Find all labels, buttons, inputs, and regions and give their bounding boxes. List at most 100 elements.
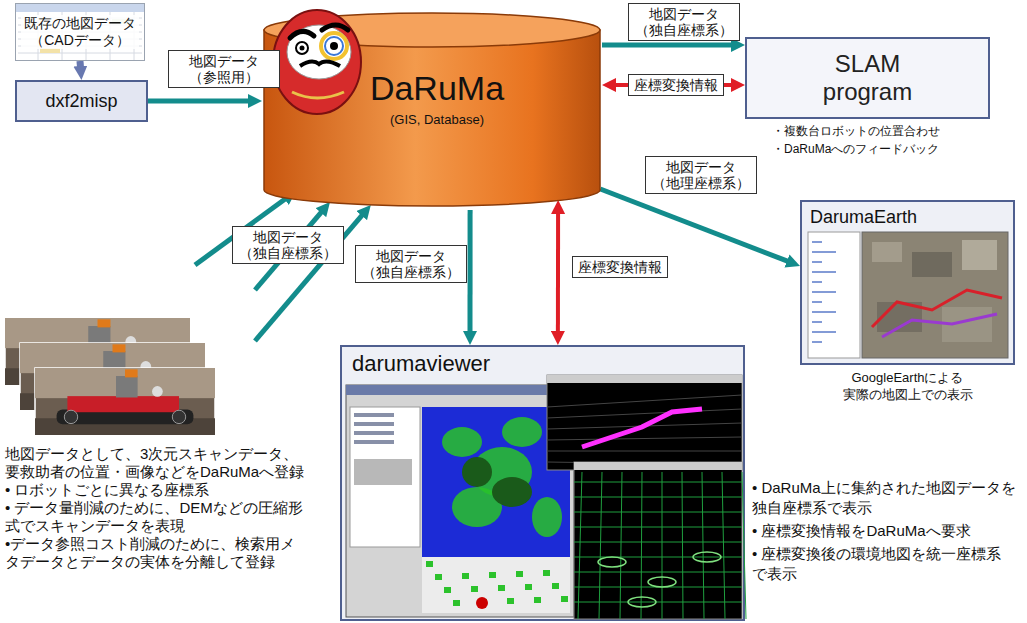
node-title: 地図データとして、3次元スキャンデータ、要救助者の位置・画像などをDaRuMaへ…	[5, 445, 305, 481]
node-title: SLAM program	[803, 50, 933, 106]
pillar-base	[598, 557, 626, 567]
text-slot: DaRuMa(GIS, Database)	[272, 68, 602, 128]
process-box: dxf2misp	[15, 80, 148, 122]
scan-point	[507, 598, 514, 604]
text-slot: DarumaEarth	[810, 205, 917, 229]
viewer-floor	[422, 557, 570, 613]
robot-wheel	[64, 410, 77, 423]
edge-label: 地図データ （参照用）	[168, 50, 280, 88]
note-text: ・DaRuMaへのフィードバック	[772, 140, 1012, 158]
scan-blob	[492, 477, 532, 507]
grid-line	[574, 572, 742, 573]
grid-line	[547, 409, 742, 418]
scan-point	[435, 574, 442, 580]
map-track	[882, 314, 997, 337]
edge-label: 座標変換情報	[628, 74, 724, 96]
app-box: DarumaEarthGoogleEarthによる 実際の地図上での表示	[800, 200, 1015, 365]
scan-point	[498, 585, 505, 591]
flow-arrow	[556, 210, 560, 335]
grid-line	[547, 437, 742, 440]
node-text: GoogleEarthによる 実際の地図上での表示	[833, 369, 983, 403]
trajectory	[582, 409, 702, 447]
scan-blob	[502, 417, 542, 447]
daruma-lens	[321, 33, 347, 59]
scan-point	[561, 596, 568, 602]
edge-label: 地図データ （独自座標系）	[232, 226, 344, 264]
database-node: DaRuMa(GIS, Database)	[262, 0, 602, 210]
viewer-3d-window	[547, 375, 742, 470]
daruma-body	[273, 10, 361, 114]
viewer-titlebar	[346, 385, 574, 395]
node-text: (GIS, Database)	[272, 112, 602, 128]
scan-point	[444, 587, 451, 593]
flow-arrow	[77, 61, 85, 70]
flow-arrow	[600, 189, 790, 262]
scan-blob	[532, 497, 562, 537]
text-slot: GoogleEarthによる 実際の地図上での表示	[802, 369, 1013, 403]
daruma-eyebrow	[290, 31, 314, 38]
earth-list-line	[812, 301, 822, 303]
cad-screen	[16, 4, 144, 60]
text-slot: 地図データとして、3次元スキャンデータ、要救助者の位置・画像などをDaRuMaへ…	[5, 445, 305, 571]
grid-line	[742, 472, 746, 619]
pillar-base	[628, 597, 656, 607]
viewer-tree-item	[354, 413, 394, 417]
scan-point	[543, 570, 550, 576]
node-text: • ロボットごとに異なる座標系	[5, 481, 305, 499]
earth-list-line	[812, 311, 836, 313]
scan-point	[453, 600, 460, 606]
grid-line	[578, 472, 582, 619]
text-slot: SLAM program	[747, 39, 988, 117]
note-text: ・複数台ロボットの位置合わせ	[772, 122, 1012, 140]
earth-sidebar	[808, 232, 860, 358]
node-text: •データ参照コスト削減のために、検索用メタデータとデータの実体を分離して登録	[5, 535, 305, 571]
robot-wheel	[172, 410, 185, 423]
node-title: DarumaEarth	[810, 205, 917, 229]
daruma-pupil	[300, 46, 305, 51]
grid-line	[574, 542, 742, 543]
grid-line	[682, 472, 683, 619]
earth-list-line	[812, 341, 822, 343]
satellite-building	[872, 242, 902, 262]
node-illustration	[5, 265, 255, 435]
robot-marker	[476, 597, 488, 609]
edge-label: 座標変換情報	[572, 256, 668, 278]
viewer-window	[346, 385, 574, 617]
text-slot: darumaviewer	[352, 350, 490, 378]
grid-line	[662, 472, 663, 619]
earth-list-line	[812, 241, 822, 243]
grid-line	[574, 512, 742, 513]
daruma-eyebrow	[322, 25, 348, 30]
viewer-menubar	[547, 375, 742, 383]
grid-line	[722, 472, 725, 619]
flow-arrow	[148, 99, 252, 104]
node-title: dxf2misp	[45, 90, 117, 112]
scan-point	[525, 584, 532, 590]
daruma-face	[287, 25, 351, 79]
cad-grid	[18, 53, 142, 54]
node-illustration	[342, 347, 743, 619]
daruma-eye	[296, 42, 308, 54]
earth-list-line	[812, 331, 836, 333]
edge-label: 地図データ （地理座標系）	[645, 156, 757, 194]
daruma-pupil	[330, 42, 338, 50]
scan-point	[426, 561, 433, 567]
scan-blob	[442, 427, 482, 457]
grid-line	[547, 451, 742, 452]
pillar-base	[693, 552, 721, 562]
earth-list-line	[812, 251, 836, 253]
robot-scanner	[113, 344, 126, 352]
viewer-swatch	[354, 459, 412, 485]
grid-line	[702, 472, 704, 619]
edge-label: 地図データ （独自座標系）	[628, 3, 740, 41]
pillar-base	[648, 577, 676, 587]
robot-mast	[116, 376, 138, 397]
viewer-menubar	[574, 462, 742, 470]
grid-line	[574, 497, 742, 498]
viewer-tree-item	[354, 440, 394, 444]
node-title: 既存の地図データ （CADデータ）	[21, 15, 139, 49]
daruma-ornament	[292, 92, 344, 98]
text-slot: dxf2misp	[17, 82, 146, 120]
scan-point	[489, 572, 496, 578]
viewer-3d-window	[574, 462, 742, 619]
